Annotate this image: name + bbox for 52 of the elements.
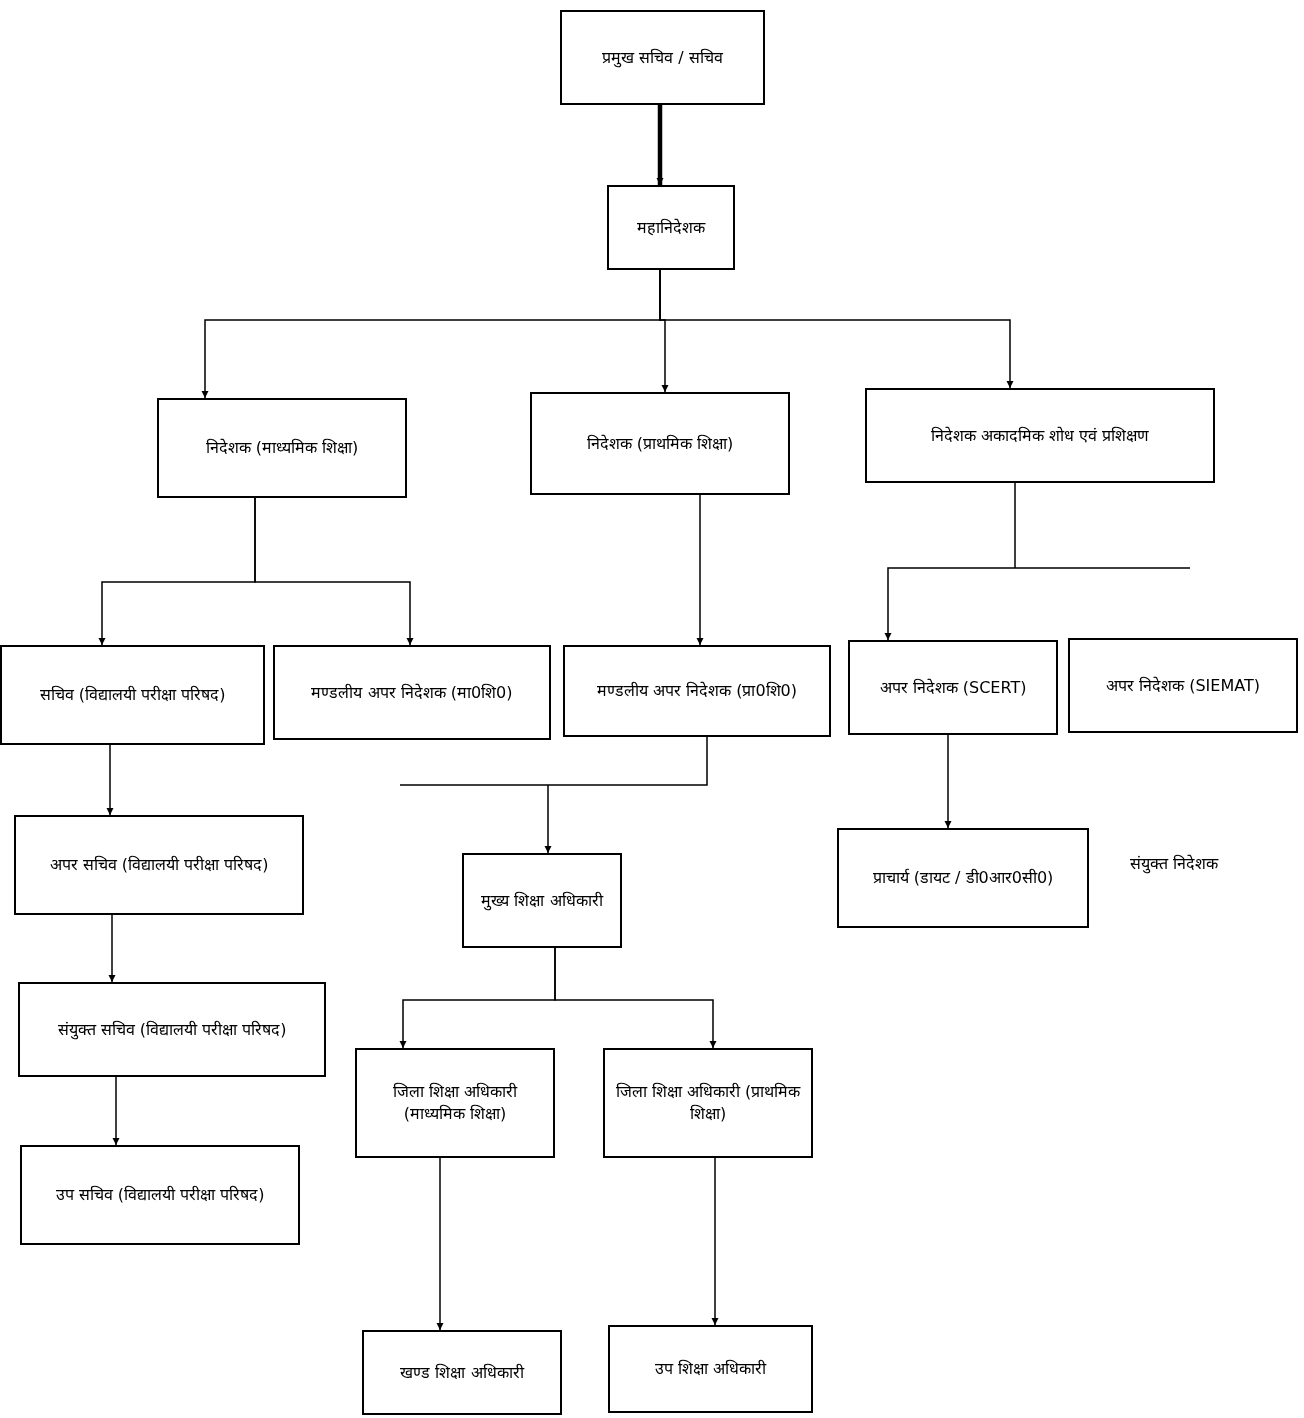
box bbox=[157, 398, 407, 498]
arrow bbox=[108, 914, 116, 983]
box-label: खण्ड शिक्षा अधिकारी bbox=[400, 1361, 524, 1384]
arrow bbox=[944, 734, 952, 829]
arrow bbox=[711, 1157, 719, 1326]
arrow bbox=[884, 482, 1191, 641]
box-label: अपर सचिव (विद्यालयी परीक्षा परिषद) bbox=[49, 854, 269, 876]
box bbox=[865, 388, 1215, 483]
box-label: निदेशक (माध्यमिक शिक्षा) bbox=[205, 437, 359, 459]
box-label: उप शिक्षा अधिकारी bbox=[654, 1358, 767, 1380]
arrow bbox=[436, 1157, 444, 1331]
arrow bbox=[656, 105, 664, 185]
box-label: प्राचार्य (डायट / डी0आर0सी0) bbox=[872, 867, 1054, 889]
box-label: उप सचिव (विद्यालयी परीक्षा परिषद) bbox=[55, 1184, 265, 1206]
box-label: प्रमुख सचिव / सचिव bbox=[602, 46, 723, 69]
arrow bbox=[696, 494, 704, 646]
box bbox=[1068, 638, 1298, 733]
arrow bbox=[106, 744, 114, 816]
box-label: सचिव (विद्यालयी परीक्षा परिषद) bbox=[39, 684, 226, 706]
arrow bbox=[554, 947, 717, 1049]
box bbox=[273, 645, 551, 740]
box bbox=[18, 982, 326, 1077]
box-label: संयुक्त सचिव (विद्यालयी परीक्षा परिषद) bbox=[57, 1018, 287, 1041]
box bbox=[355, 1048, 555, 1158]
box bbox=[560, 10, 765, 105]
box-label: अपर निदेशक (SIEMAT) bbox=[1106, 674, 1260, 697]
box bbox=[563, 645, 831, 737]
box-label: निदेशक अकादमिक शोध एवं प्रशिक्षण bbox=[930, 424, 1150, 447]
arrow bbox=[399, 736, 708, 854]
box-label: महानिदेशक bbox=[637, 216, 705, 239]
note-text: संयुक्त निदेशक bbox=[1130, 853, 1219, 876]
box bbox=[20, 1145, 300, 1245]
box-label: जिला शिक्षा अधिकारी (प्राथमिक शिक्षा) bbox=[614, 1081, 802, 1125]
box bbox=[608, 1325, 813, 1413]
box bbox=[837, 828, 1089, 928]
box bbox=[362, 1330, 562, 1415]
box bbox=[462, 853, 622, 948]
box-label: मण्डलीय अपर निदेशक (प्रा0शि0) bbox=[596, 680, 798, 702]
arrow bbox=[254, 497, 414, 646]
box bbox=[0, 645, 265, 745]
box-label: निदेशक (प्राथमिक शिक्षा) bbox=[586, 432, 734, 455]
box-label: मुख्य शिक्षा अधिकारी bbox=[481, 889, 603, 912]
box bbox=[603, 1048, 813, 1158]
box-label: जिला शिक्षा अधिकारी (माध्यमिक शिक्षा) bbox=[391, 1081, 519, 1125]
box bbox=[848, 640, 1058, 735]
box bbox=[530, 392, 790, 495]
box bbox=[14, 815, 304, 915]
box bbox=[607, 185, 735, 270]
arrow bbox=[659, 269, 1014, 389]
box-label: अपर निदेशक (SCERT) bbox=[879, 676, 1027, 699]
arrow bbox=[112, 1076, 120, 1146]
box-label: मण्डलीय अपर निदेशक (मा0शि0) bbox=[311, 681, 513, 704]
